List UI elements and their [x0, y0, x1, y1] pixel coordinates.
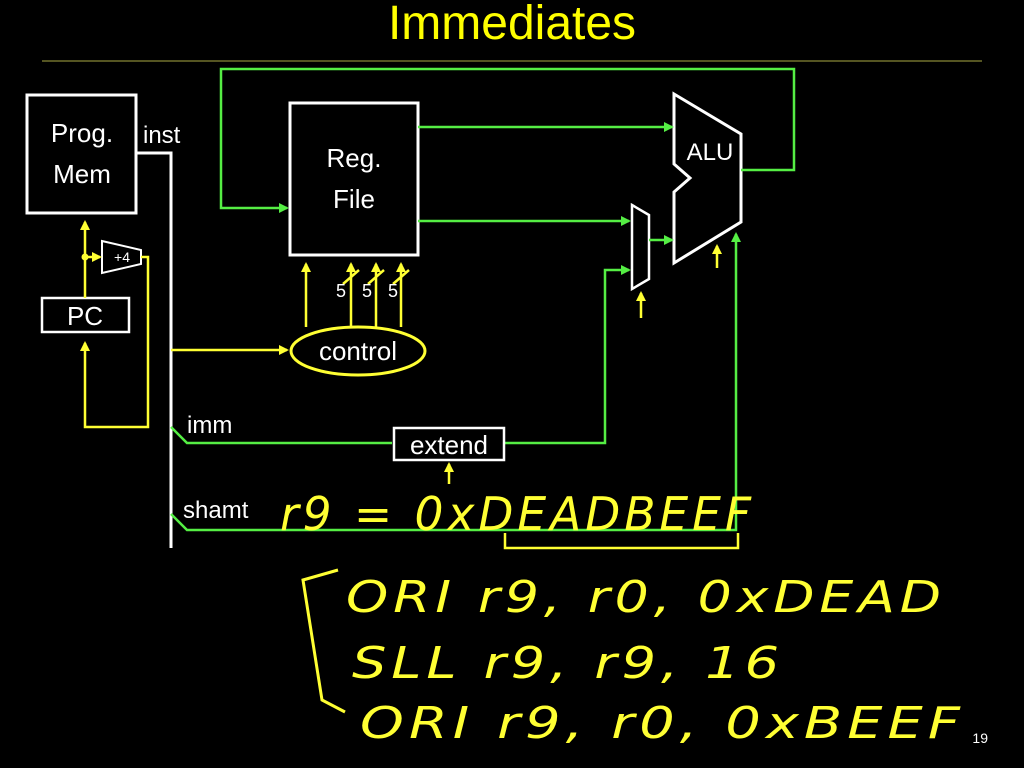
pc-wires	[80, 220, 150, 429]
pc-feedback-wire	[80, 255, 150, 429]
pc-label: PC	[67, 301, 103, 331]
title-divider	[42, 60, 982, 62]
slide-title: Immediates	[387, 0, 637, 50]
shamt-label: shamt	[183, 497, 249, 524]
control-oval	[289, 325, 427, 377]
handwritten-statement: r9 = 0xDEADBEEF	[280, 487, 755, 541]
extend-box	[392, 426, 506, 462]
handwritten-line-1: ORI r9, r0, 0xDEAD	[346, 572, 946, 623]
handwritten-left-bracket	[301, 568, 346, 714]
reg-file-label-line1: Reg.	[327, 143, 382, 173]
reg-select-wires	[301, 262, 410, 327]
pc-block: PC	[40, 296, 131, 334]
slide-number: 19	[972, 730, 988, 746]
alu-shape	[672, 91, 743, 266]
control-block: control	[289, 325, 427, 377]
extend-label: extend	[410, 430, 488, 460]
field-width-rs: 5	[336, 281, 346, 301]
pc-adder: +4	[101, 239, 142, 275]
prog-mem-block: Prog. Mem	[25, 93, 138, 215]
junction-dot	[81, 253, 89, 261]
prog-mem-label-line2: Mem	[53, 159, 111, 189]
alu-input-mux	[630, 202, 651, 292]
imm-label: imm	[187, 412, 232, 439]
alu-label: ALU	[687, 139, 734, 166]
datapath-wires	[170, 67, 796, 532]
control-label: control	[319, 336, 397, 366]
adder-shape	[101, 239, 142, 275]
handwritten-line-3: ORI r9, r0, 0xBEEF	[360, 698, 965, 749]
inst-label: inst	[143, 122, 181, 149]
prog-mem-label-line1: Prog.	[51, 118, 113, 148]
adder-label: +4	[114, 249, 130, 265]
shamt-wire	[170, 232, 741, 532]
field-width-rd: 5	[388, 281, 398, 301]
field-width-rt: 5	[362, 281, 372, 301]
reg-file-block: Reg. File	[288, 101, 420, 257]
extend-block: extend	[392, 426, 506, 462]
inst-bus: inst	[136, 122, 181, 548]
extend-to-mux-wire	[505, 265, 631, 445]
prog-mem-box	[25, 93, 138, 215]
pc-box	[40, 296, 131, 334]
alu-writeback-wire	[219, 67, 796, 213]
reg-file-label-line2: File	[333, 184, 375, 214]
alu-block: ALU	[672, 91, 743, 266]
imm-wire	[170, 426, 392, 445]
handwritten-line-2: SLL r9, r9, 16	[352, 638, 784, 689]
handwritten-underline-bracket	[503, 533, 740, 550]
reg-file-box	[288, 101, 420, 257]
